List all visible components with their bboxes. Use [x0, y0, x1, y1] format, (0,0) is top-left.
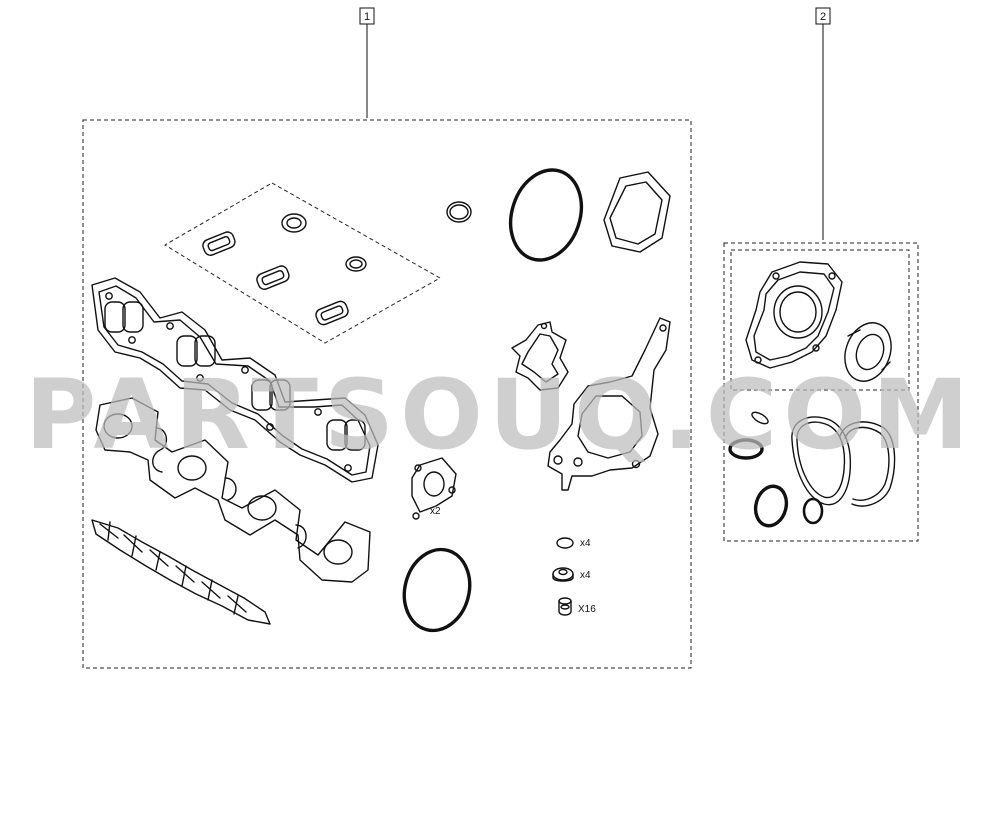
oring-large-top — [508, 168, 584, 262]
oring-small-top — [446, 201, 472, 223]
qty-flange-gasket: x2 — [430, 506, 441, 517]
oring-kit2-large — [753, 484, 789, 528]
callout-2-label: 2 — [820, 11, 826, 23]
intake-gasket-set — [164, 182, 442, 344]
kit-2-subgroup-boundary — [730, 249, 910, 391]
kit-1-boundary — [82, 119, 692, 669]
kit-2-boundary — [723, 242, 919, 542]
qty-oring-tiny: x4 — [580, 538, 591, 549]
oring-tiny: x4 — [556, 537, 591, 549]
housing-gasket-top — [603, 171, 671, 253]
water-pump-gasket — [547, 317, 671, 491]
rear-crankshaft-seal-carrier — [745, 261, 843, 369]
oring-large-bottom — [402, 547, 472, 633]
oring-kit2-tiny — [751, 411, 769, 425]
flange-gasket-small: x2 — [411, 457, 457, 520]
valve-stem-seal: X16 — [558, 597, 596, 616]
rear-crankshaft-seal — [844, 322, 892, 382]
watermark: PARTSOUQ.COM — [25, 359, 975, 471]
vacuum-pump-gasket — [511, 321, 569, 391]
washer: x4 — [552, 567, 591, 582]
injector-seal-strip — [91, 519, 271, 625]
oring-kit2-medium — [728, 438, 764, 460]
qty-washer: x4 — [580, 570, 591, 581]
callout-2[interactable]: 2 — [815, 7, 831, 240]
exhaust-manifold-gasket — [95, 397, 371, 583]
oring-kit2-small — [802, 497, 824, 525]
intake-manifold-gasket — [91, 277, 379, 483]
callout-1-label: 1 — [364, 11, 370, 23]
callout-1[interactable]: 1 — [359, 7, 375, 118]
oil-pan-gasket-kit2 — [791, 416, 896, 507]
qty-valve-seal: X16 — [578, 604, 596, 615]
